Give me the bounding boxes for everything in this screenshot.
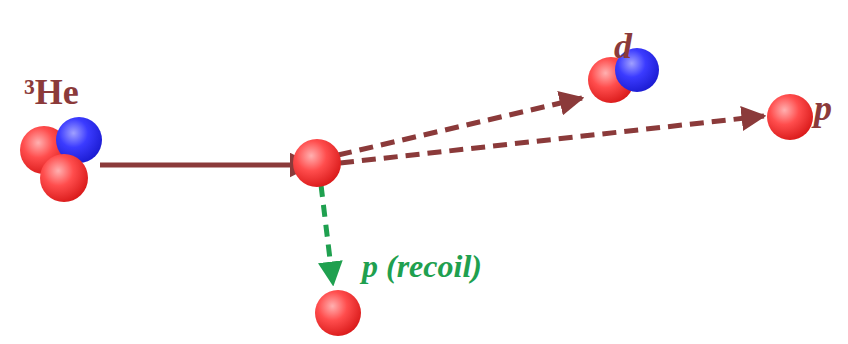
proton-ball [40,154,88,202]
target-ball [293,139,341,187]
recoil-track [321,185,333,284]
deuteron-track [338,98,582,155]
proton-track [340,116,764,163]
particle-label: d [614,28,632,64]
proton-ball [767,94,813,140]
beam-arrow [100,163,312,168]
particle-label: p [814,90,832,126]
recoil-label: p (recoil) [362,250,482,282]
nucleus-label: ³He [24,74,79,110]
recoil-ball [315,290,361,336]
